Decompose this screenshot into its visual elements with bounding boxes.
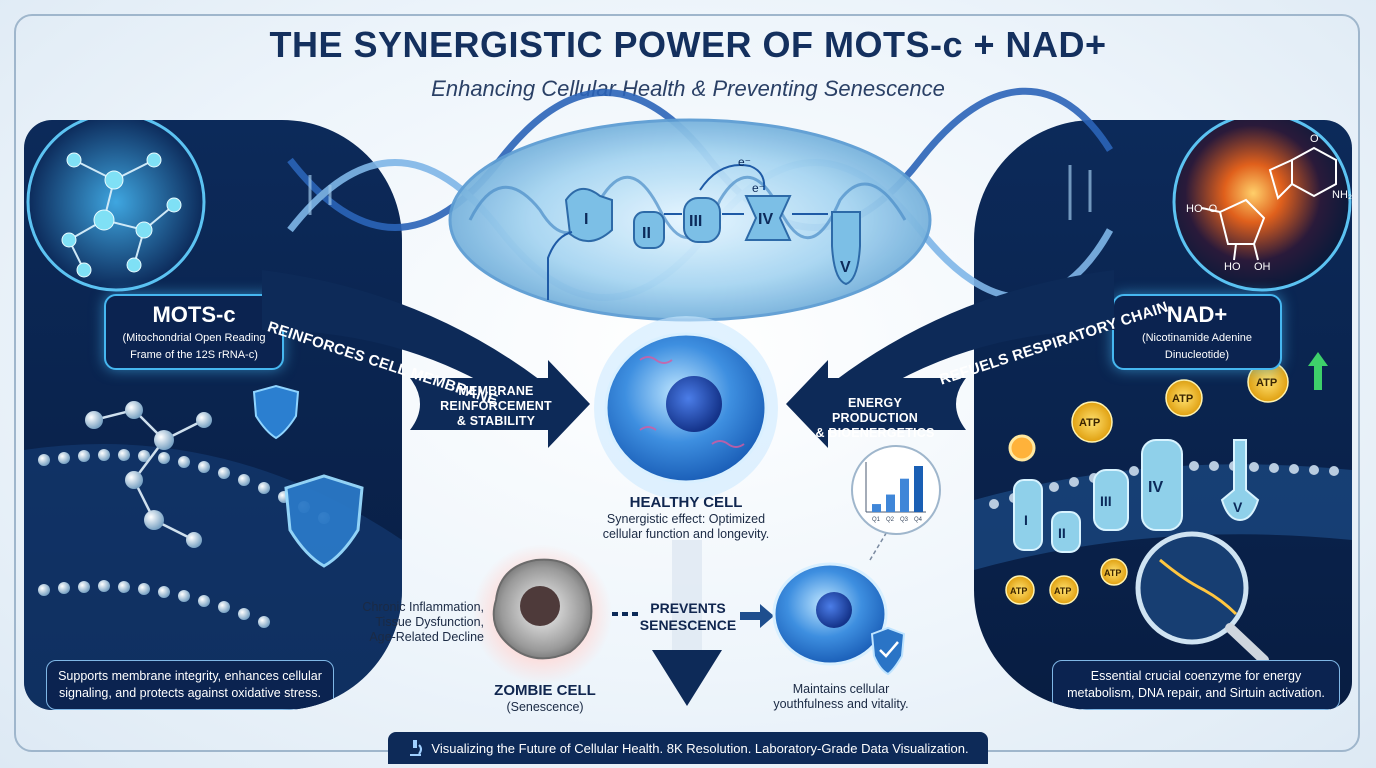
mots-c-name: MOTS-c bbox=[152, 302, 236, 327]
svg-text:IV: IV bbox=[1148, 479, 1163, 496]
membrane-reinforcement-label: MEMBRANE REINFORCEMENT & STABILITY bbox=[436, 384, 556, 429]
maintains-line-2: youthfulness and vitality. bbox=[773, 697, 909, 711]
page-title: THE SYNERGISTIC POWER OF MOTS-c + NAD+ bbox=[269, 24, 1107, 65]
mini-chart-ticks: Q1 Q2 Q3 Q4 bbox=[872, 517, 923, 523]
maintains-youthfulness-text: Maintains cellular youthfulness and vita… bbox=[766, 682, 916, 712]
healthy-desc-line-1: Synergistic effect: Optimized bbox=[606, 512, 766, 526]
mini-chart-bar bbox=[872, 504, 881, 512]
healthy-cell-title: HEALTHY CELL bbox=[629, 494, 743, 511]
nad-caption-line-1: Essential crucial coenzyme for energy bbox=[1090, 669, 1302, 683]
nad-caption: Essential crucial coenzyme for energy me… bbox=[1052, 660, 1340, 710]
mini-chart-tick: Q3 bbox=[900, 517, 909, 523]
footer-text: Visualizing the Future of Cellular Healt… bbox=[431, 740, 969, 756]
mini-chart-tick: Q1 bbox=[872, 517, 881, 523]
mini-chart-bars bbox=[872, 466, 923, 512]
healthy-desc-line-2: cellular function and longevity. bbox=[602, 527, 770, 541]
mots-c-caption-line-2: signaling, and protects against oxidativ… bbox=[59, 686, 321, 700]
mots-c-caption-line-1: Supports membrane integrity, enhances ce… bbox=[58, 669, 322, 683]
nad-molecule-ho: HO bbox=[1224, 261, 1241, 273]
maintains-line-1: Maintains cellular bbox=[792, 682, 890, 696]
effects-line-1: Chronic Inflammation, bbox=[362, 600, 484, 614]
svg-text:V: V bbox=[1233, 499, 1243, 515]
mini-chart-bar bbox=[886, 494, 895, 512]
atp-label-3: ATP bbox=[1256, 377, 1277, 389]
membrane-label-line-2: REINFORCEMENT bbox=[440, 399, 552, 413]
nad-molecule-ho-top: HO–O bbox=[1186, 203, 1218, 215]
mini-chart-bar bbox=[900, 478, 909, 512]
prevents-senescence-label: PREVENTS SENESCENCE bbox=[630, 600, 746, 634]
nad-molecule-oh: OH bbox=[1254, 261, 1271, 273]
nad-artwork: HO–O HO OH NH₂ O I II III IV V bbox=[974, 120, 1352, 665]
zombie-cell-title: ZOMBIE CELL bbox=[494, 682, 596, 699]
complex-label-5: V bbox=[840, 259, 851, 276]
prevents-line-2: SENESCENCE bbox=[639, 617, 737, 633]
zombie-cell-subtitle: (Senescence) bbox=[506, 700, 584, 714]
complex-label-2: II bbox=[642, 225, 651, 242]
atp-label-6: ATP bbox=[1104, 568, 1121, 578]
nad-panel: HO–O HO OH NH₂ O I II III IV V bbox=[974, 120, 1352, 710]
complex-label-3: III bbox=[689, 213, 702, 230]
atp-label-1: ATP bbox=[1079, 417, 1100, 429]
senescence-effects: Chronic Inflammation, Tissue Dysfunction… bbox=[352, 600, 484, 645]
nad-caption-line-2: metabolism, DNA repair, and Sirtuin acti… bbox=[1067, 686, 1325, 700]
complex-label-1: I bbox=[584, 211, 588, 228]
mots-c-full-name-2: Frame of the 12S rRNA-c) bbox=[130, 349, 258, 361]
mini-chart-tick: Q4 bbox=[914, 517, 923, 523]
svg-text:I: I bbox=[1024, 512, 1028, 528]
healthy-cell-description: Synergistic effect: Optimized cellular f… bbox=[566, 512, 806, 542]
atp-label-4: ATP bbox=[1010, 586, 1027, 596]
mini-chart-tick: Q2 bbox=[886, 517, 895, 523]
nad-name: NAD+ bbox=[1166, 302, 1228, 327]
mots-c-name-box: MOTS-c (Mitochondrial Open Reading Frame… bbox=[104, 294, 284, 370]
svg-text:II: II bbox=[1058, 525, 1066, 541]
microscope-icon bbox=[410, 740, 423, 756]
electron-label-2: e⁻ bbox=[752, 181, 765, 195]
effects-line-2: Tissue Dysfunction, bbox=[375, 615, 484, 629]
svg-text:III: III bbox=[1100, 493, 1112, 509]
atp-label-5: ATP bbox=[1054, 586, 1071, 596]
nad-molecule-o: O bbox=[1310, 133, 1319, 145]
membrane-label-line-1: MEMBRANE bbox=[458, 384, 534, 398]
complex-label-4: IV bbox=[758, 211, 773, 228]
mots-c-artwork bbox=[24, 120, 402, 710]
mini-chart-bar bbox=[914, 466, 923, 512]
nad-molecule-nh2: NH₂ bbox=[1332, 189, 1352, 201]
footer-bar: Visualizing the Future of Cellular Healt… bbox=[388, 732, 988, 764]
nad-full-name-1: (Nicotinamide Adenine bbox=[1141, 332, 1253, 344]
prevents-line-1: PREVENTS bbox=[650, 600, 726, 616]
mots-c-caption: Supports membrane integrity, enhances ce… bbox=[46, 660, 334, 710]
page-subtitle: Enhancing Cellular Health & Preventing S… bbox=[431, 76, 945, 101]
nad-name-box: NAD+ (Nicotinamide Adenine Dinucleotide) bbox=[1112, 294, 1282, 370]
energy-production-label: ENERGY PRODUCTION & BIOENERGETICS bbox=[806, 396, 944, 441]
nad-full-name-2: Dinucleotide) bbox=[1164, 349, 1230, 361]
electron-label-1: e⁻ bbox=[738, 155, 751, 169]
mots-c-full-name-1: (Mitochondrial Open Reading bbox=[122, 332, 266, 344]
membrane-label-line-3: & STABILITY bbox=[456, 414, 536, 428]
atp-label-2: ATP bbox=[1172, 393, 1193, 405]
energy-label-line-1: ENERGY PRODUCTION bbox=[831, 396, 919, 425]
energy-label-line-2: & BIOENERGETICS bbox=[815, 426, 935, 440]
mots-c-panel: MOTS-c (Mitochondrial Open Reading Frame… bbox=[24, 120, 402, 710]
effects-line-3: Age-Related Decline bbox=[369, 630, 484, 644]
